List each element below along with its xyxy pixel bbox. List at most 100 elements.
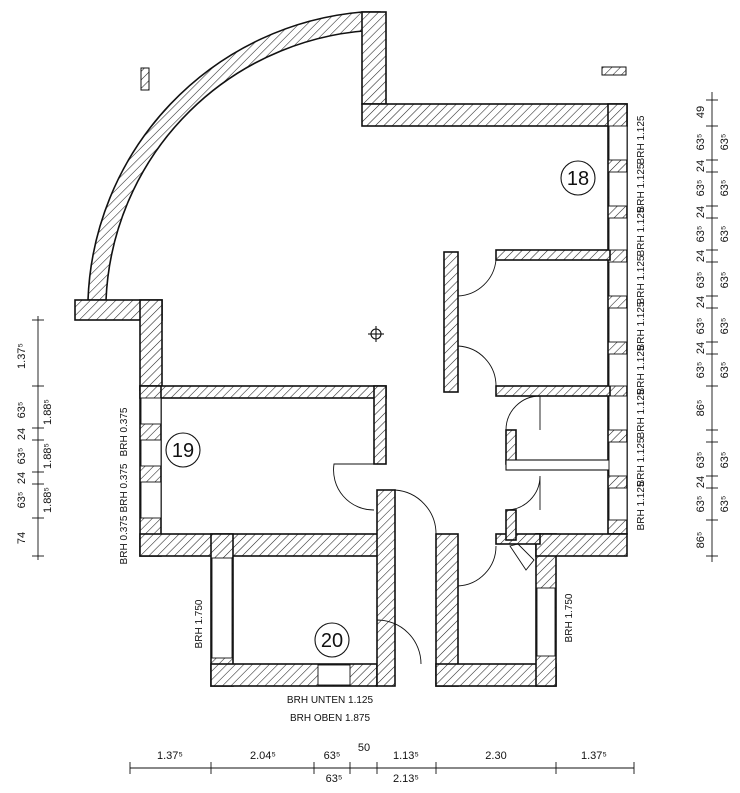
window	[608, 441, 628, 477]
room-marker	[165, 432, 201, 468]
window-note: BRH 0.375	[119, 407, 130, 456]
dimension-label: 63⁵	[719, 180, 731, 197]
dimension-label: 1.88⁵	[42, 443, 54, 469]
doors	[333, 258, 541, 665]
window-note: BRH 1.125	[636, 437, 647, 486]
window-note: BRH 1.125	[636, 115, 647, 164]
dimension-label: 86⁵	[695, 532, 707, 549]
door-swing	[457, 545, 497, 587]
window	[140, 481, 162, 519]
inner-vertical-wall	[443, 251, 459, 393]
dimension-label: 86⁵	[695, 400, 707, 417]
window-notes: BRH 0.375 BRH 0.375 BRH 0.375 BRH 1.125 …	[119, 115, 647, 724]
dimension-label: 24	[695, 160, 707, 172]
dimension-label: 63⁵	[695, 226, 707, 243]
window	[608, 171, 628, 207]
dimension-label: 63⁵	[719, 496, 731, 513]
curved-wall	[87, 11, 381, 301]
dimension-label: 24	[695, 206, 707, 218]
dimension-ticks	[32, 319, 44, 557]
dimension-label: 63⁵	[719, 226, 731, 243]
dimension-label: 63⁵	[695, 362, 707, 379]
inner-stub-b	[505, 509, 517, 541]
window	[608, 125, 628, 161]
door-swing	[457, 258, 497, 297]
dimension-label: 63⁵	[719, 318, 731, 335]
window	[536, 587, 556, 657]
dimension-label: 63⁵	[719, 362, 731, 379]
windows	[140, 125, 628, 686]
window-note: BRH 1.125	[636, 207, 647, 256]
dimension-label: 74	[16, 532, 28, 544]
bath-top-right-wall	[535, 533, 628, 557]
dimension-label: 63⁵	[719, 272, 731, 289]
dimension-label: 2.13⁵	[393, 773, 419, 785]
room19-right-wall	[373, 385, 387, 465]
room-number: 18	[567, 168, 589, 190]
dimension-label: 24	[695, 476, 707, 488]
room20-right-wall	[376, 489, 396, 687]
room-number: 20	[321, 630, 343, 652]
door-swing	[333, 463, 375, 511]
window	[608, 487, 628, 521]
window	[608, 395, 628, 431]
door-swing	[505, 395, 541, 431]
dimension-label: 50	[358, 742, 370, 754]
bath-top-wall	[495, 533, 541, 545]
inner-wall-2	[495, 385, 611, 397]
dimension-label: 63⁵	[16, 448, 28, 465]
room19-bottom-wall	[139, 533, 391, 557]
window-note: BRH 0.375	[119, 515, 130, 564]
column-mark	[601, 66, 627, 76]
dimension-label: 1.88⁵	[42, 487, 54, 513]
window-note: BRH 0.375	[119, 463, 130, 512]
window-note: BRH 1.125	[636, 389, 647, 438]
dimension-label: 63⁵	[695, 318, 707, 335]
dimension-label: 63⁵	[719, 134, 731, 151]
dimension-label: 63⁵	[695, 272, 707, 289]
top-wall	[361, 103, 628, 127]
dimension-label: 63⁵	[695, 496, 707, 513]
window-note: BRH 1.125	[636, 345, 647, 394]
dimension-label: 1.37⁵	[16, 343, 28, 369]
window	[140, 397, 162, 425]
dimension-label: 63⁵	[695, 134, 707, 151]
dimension-label: 63⁵	[695, 452, 707, 469]
window-note: BRH 1.125	[636, 481, 647, 530]
dimension-label: 1.13⁵	[393, 750, 419, 762]
window-note: BRH 1.125	[636, 255, 647, 304]
dimension-label: 24	[16, 428, 28, 440]
dimension-label: 1.37⁵	[581, 750, 607, 762]
dimension-lines: 1.37⁵ 2.04⁵ 63⁵ 50 1.13⁵ 2.30 1.37⁵ 63⁵ …	[16, 92, 731, 785]
door-swing	[505, 475, 541, 511]
window-note: BRH 1.125	[636, 163, 647, 212]
dimension-label: 24	[695, 342, 707, 354]
window-note: BRH UNTEN 1.125	[287, 695, 374, 706]
dimension-label: 24	[695, 250, 707, 262]
dimension-label: 63⁵	[16, 402, 28, 419]
symbols	[140, 66, 627, 342]
walls	[74, 11, 628, 687]
door-swing	[394, 489, 437, 535]
dimension-label: 2.04⁵	[250, 750, 276, 762]
dimension-label: 1.37⁵	[157, 750, 183, 762]
room19-top-wall	[139, 385, 387, 399]
window-note: BRH 1.125	[636, 301, 647, 350]
window-note: BRH OBEN 1.875	[290, 713, 370, 724]
door-swing	[457, 345, 497, 387]
window-note: BRH 1.750	[564, 593, 575, 642]
dimension-label: 63⁵	[326, 773, 343, 785]
room-marker	[560, 160, 596, 196]
dimension-label: 24	[16, 472, 28, 484]
dimension-ticks	[129, 762, 635, 774]
dimension-label: 63⁵	[16, 492, 28, 509]
window	[608, 217, 628, 251]
room-markers: 18 19 20	[165, 160, 596, 658]
window	[608, 307, 628, 343]
dimension-label: 24	[695, 296, 707, 308]
dimension-label: 49	[695, 106, 707, 118]
door-swing	[509, 543, 535, 571]
room-marker	[314, 622, 350, 658]
